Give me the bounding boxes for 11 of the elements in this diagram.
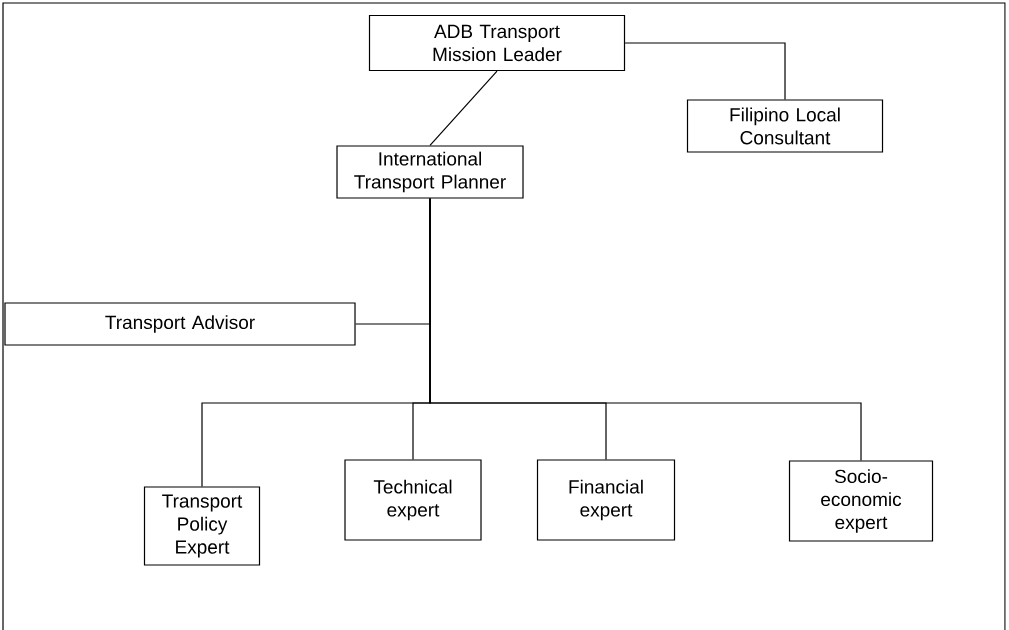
role-box: International Transport Planner <box>336 145 524 199</box>
connector-line <box>624 42 786 100</box>
role-box: Filipino Local Consultant <box>686 99 884 153</box>
connector-line <box>429 198 862 461</box>
role-box: Transport Advisor <box>4 302 356 346</box>
role-box: ADB Transport Mission Leader <box>368 14 626 72</box>
role-box: Socio-economic expert <box>788 460 934 542</box>
role-box: Financial expert <box>536 459 676 541</box>
role-box: Transport Policy Expert <box>143 486 261 566</box>
role-box: Technical expert <box>344 459 482 541</box>
connector-line <box>429 70 498 146</box>
